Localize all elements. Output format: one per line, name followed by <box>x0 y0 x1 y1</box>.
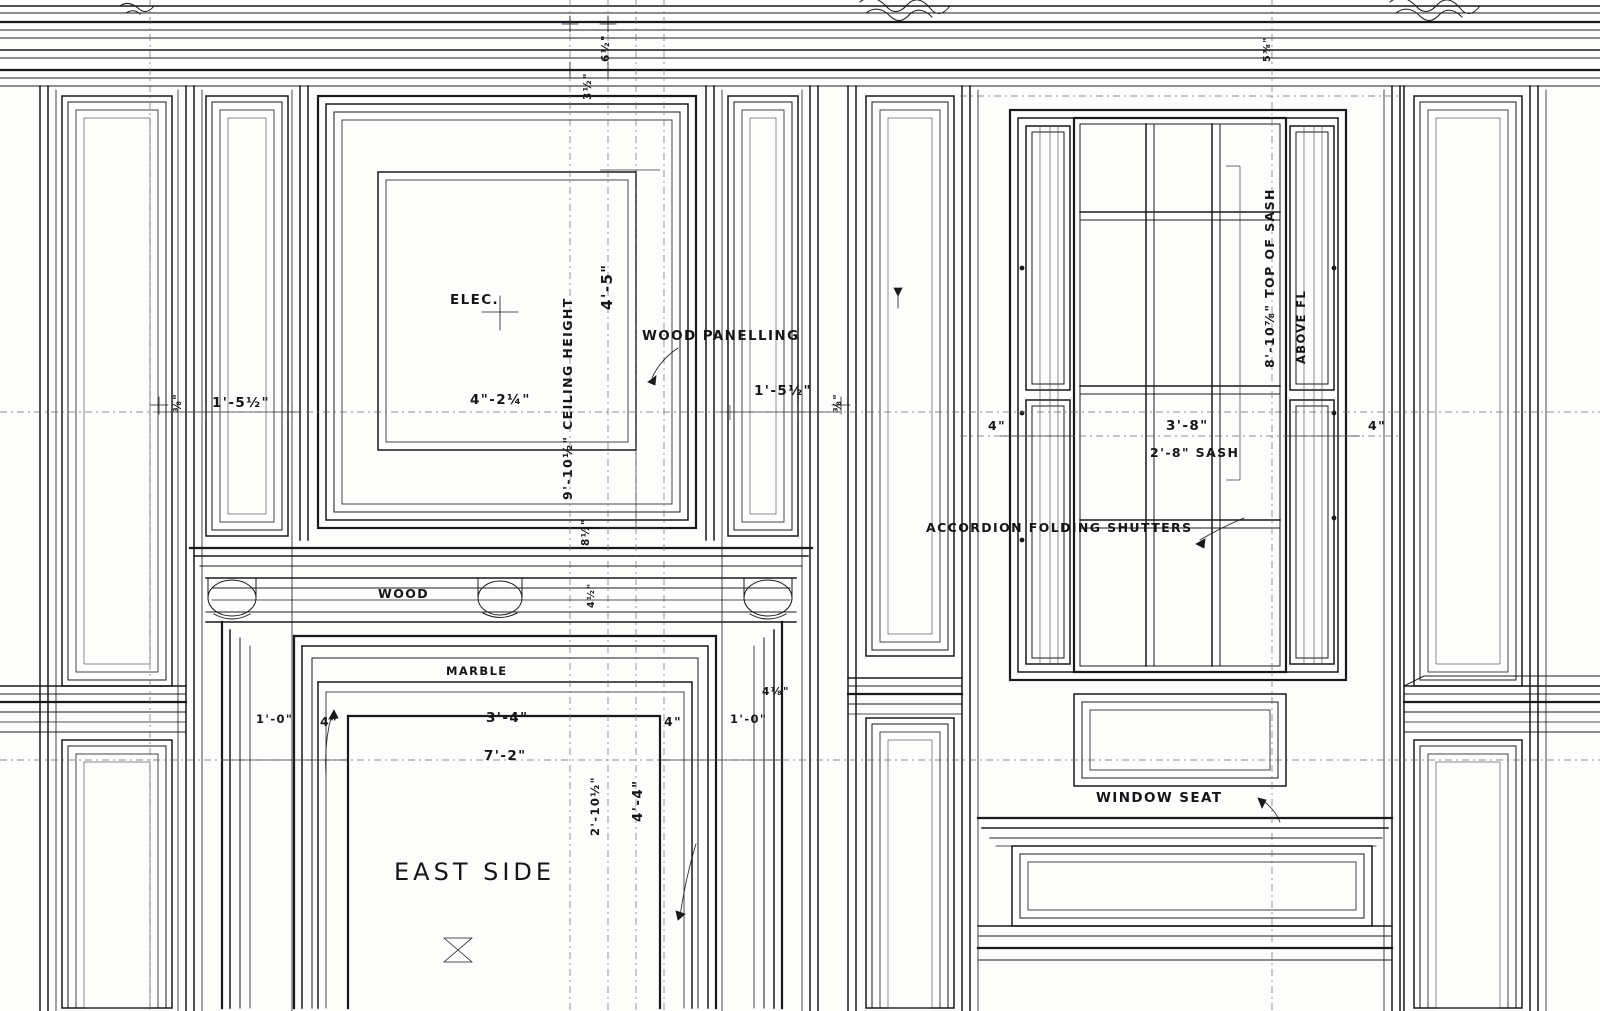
dim-top-right-small: 5⅜" <box>1262 36 1273 62</box>
dim-window-left-jamb: 4" <box>988 418 1007 433</box>
dim-top-small-b: 3½" <box>582 72 594 100</box>
label-accordion-shutters: ACCORDION FOLDING SHUTTERS <box>926 520 1193 535</box>
dim-right-panel-width: 1'-5½" <box>754 383 812 399</box>
dim-right-reveal: ⅜" <box>832 392 844 412</box>
label-wood-panelling: WOOD PANELLING <box>642 328 800 344</box>
label-marble: MARBLE <box>446 664 508 678</box>
dim-left-reveal: ⅜" <box>172 392 184 412</box>
dim-hearth-right-inner: 4" <box>664 714 683 729</box>
dim-right-jamb: 4⅛" <box>762 686 790 698</box>
dim-mantel-b: 4½" <box>586 582 597 608</box>
dim-elec-offset: 4"-2¼" <box>470 392 531 408</box>
dim-top-small-a: 6½" <box>600 34 612 62</box>
dim-hearth-right: 1'-0" <box>730 712 768 726</box>
dim-ceiling-height: 9'-10½" CEILING HEIGHT <box>560 297 575 500</box>
dim-opening-width: 3'-4" <box>486 710 529 726</box>
dim-sash-label: 2'-8" SASH <box>1150 445 1240 460</box>
dim-left-panel-width: 1'-5½" <box>212 395 270 411</box>
dim-hearth-left-inner: 4" <box>320 714 339 729</box>
dim-window-right-jamb: 4" <box>1368 418 1387 433</box>
dim-fire-depth: 2'-10½" <box>588 776 602 836</box>
label-elec: ELEC. <box>450 292 500 308</box>
page-title: EAST SIDE <box>394 858 556 886</box>
dim-overall-fire: 7'-2" <box>484 748 527 764</box>
label-window-seat: WINDOW SEAT <box>1096 790 1223 806</box>
dim-sash-width: 3'-8" <box>1166 418 1209 434</box>
dim-panel-height: 4'-5" <box>598 263 616 310</box>
dim-top-of-sash: 8'-10⅞" TOP OF SASH <box>1262 188 1277 368</box>
dim-hearth-left: 1'-0" <box>256 712 294 726</box>
dim-mantel-a: 8½" <box>580 518 592 546</box>
dim-above-floor: ABOVE FL <box>1294 289 1308 364</box>
label-wood: WOOD <box>378 586 430 601</box>
dim-fire-height: 4'-4" <box>630 779 646 822</box>
